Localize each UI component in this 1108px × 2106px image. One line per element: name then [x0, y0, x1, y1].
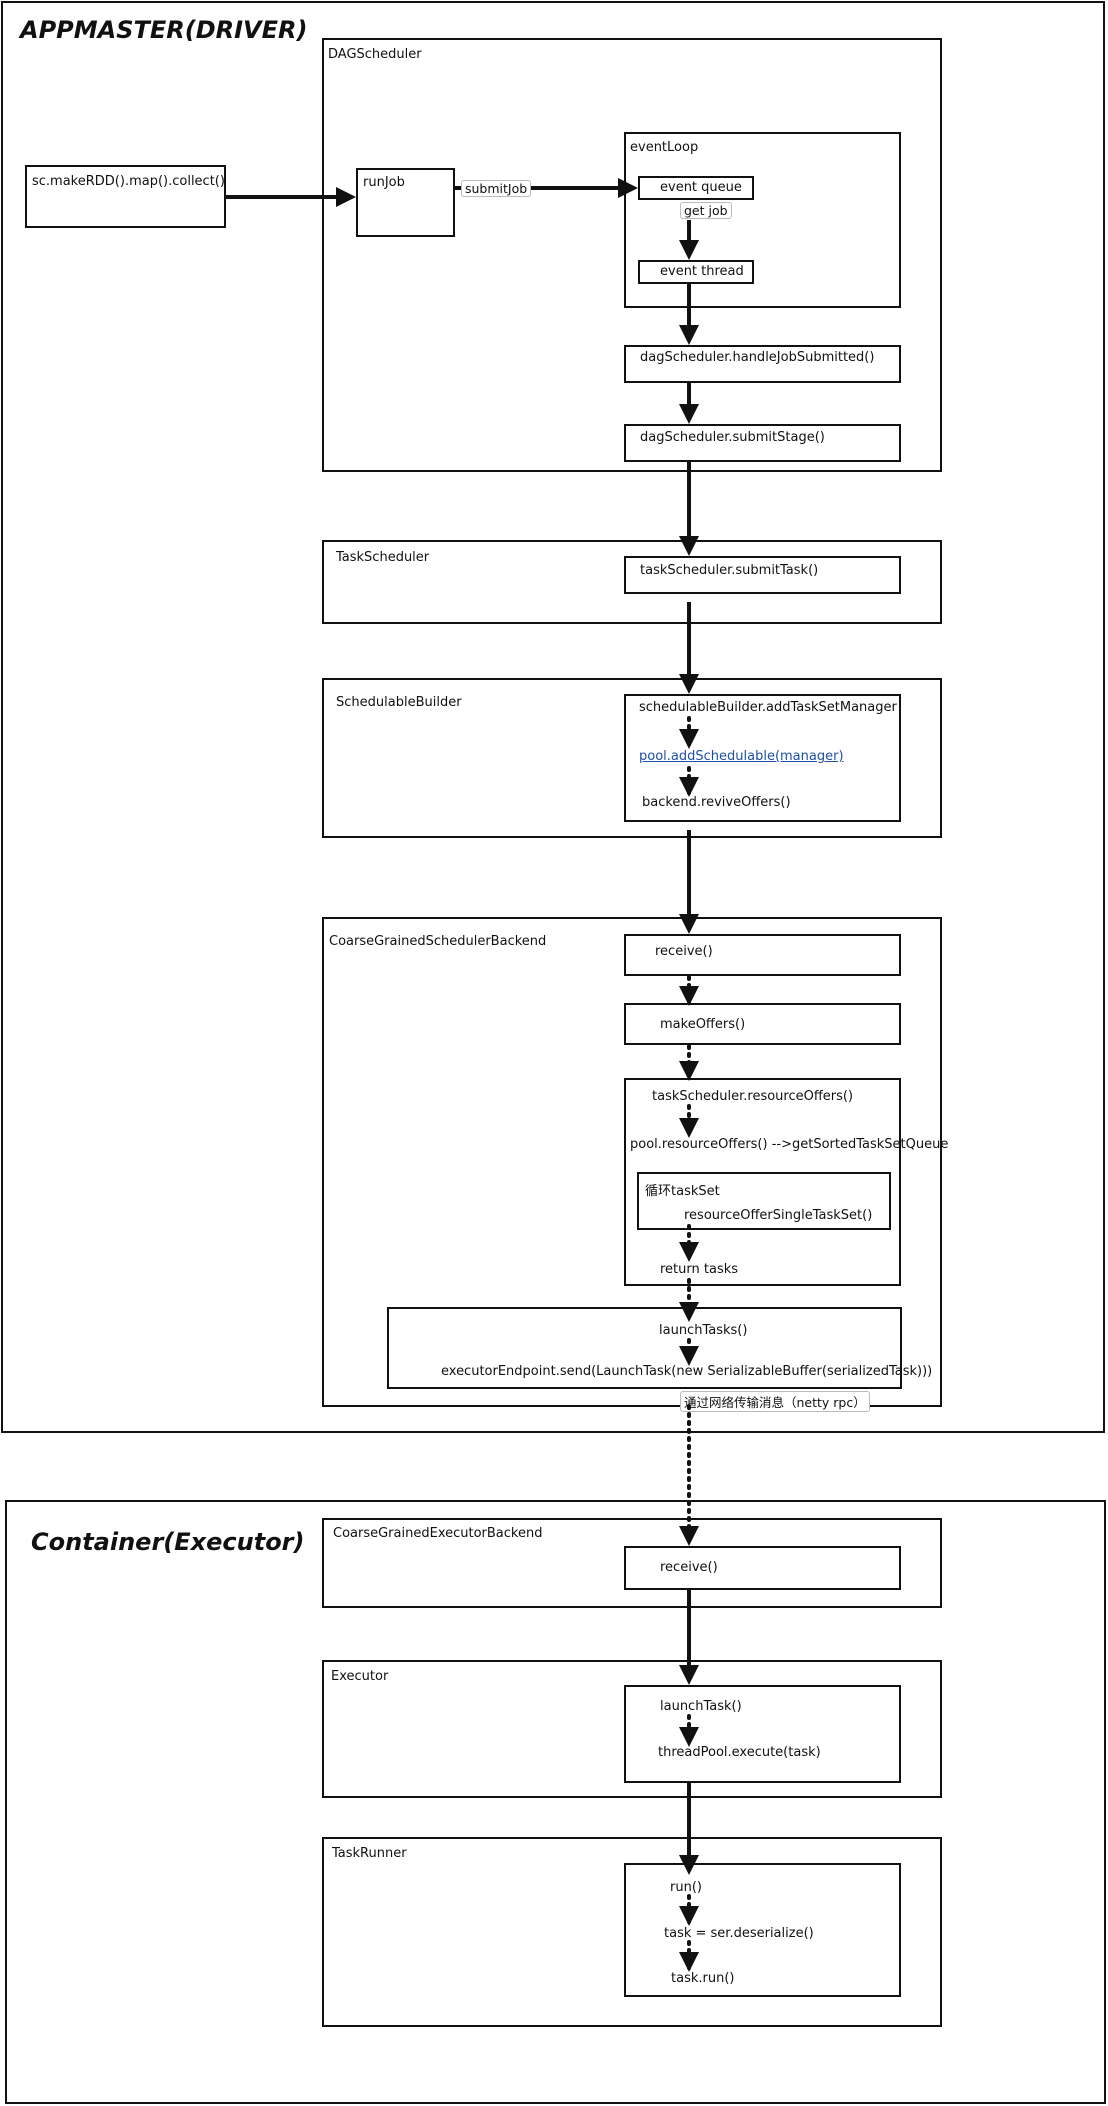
run-job-box: [356, 168, 455, 237]
pool-add-schedulable-link[interactable]: pool.addSchedulable(manager): [639, 749, 844, 764]
task-runner-inner-box: [624, 1863, 901, 1997]
return-tasks-label: return tasks: [660, 1262, 739, 1277]
executor-receive-box: [624, 1546, 901, 1590]
executor-send-label: executorEndpoint.send(LaunchTask(new Ser…: [441, 1364, 933, 1379]
receive-box: [624, 934, 901, 976]
schedulable-builder-group: [322, 678, 942, 838]
container-region: [5, 1500, 1106, 2104]
loop-task-set-box: [637, 1172, 891, 1230]
scheduler-backend-group: [322, 917, 942, 1407]
make-offers-box: [624, 1003, 901, 1045]
resource-offer-single-label: resourceOfferSingleTaskSet(): [684, 1208, 873, 1223]
executor-backend-label: CoarseGrainedExecutorBackend: [333, 1526, 543, 1541]
submit-stage-box: [624, 424, 901, 462]
executor-inner-box: [624, 1685, 901, 1783]
event-loop-group: [624, 132, 901, 308]
submit-job-tag: submitJob: [461, 180, 532, 197]
scheduler-backend-label: CoarseGrainedSchedulerBackend: [329, 934, 547, 949]
task-scheduler-label: TaskScheduler: [336, 550, 430, 565]
entry-box: [25, 165, 226, 228]
submit-task-label: taskScheduler.submitTask(): [640, 563, 819, 578]
task-runner-group: [322, 1837, 942, 2027]
executor-label: Executor: [331, 1669, 389, 1684]
run-job-label: runJob: [363, 175, 405, 190]
submit-task-box: [624, 556, 901, 594]
event-loop-label: eventLoop: [630, 140, 699, 155]
launch-tasks-label: launchTasks(): [659, 1323, 748, 1338]
schedulable-builder-label: SchedulableBuilder: [336, 695, 462, 710]
add-task-set-manager-label: schedulableBuilder.addTaskSetManager: [639, 700, 897, 715]
dag-scheduler-label: DAGScheduler: [328, 47, 422, 62]
dag-scheduler-group: [322, 38, 942, 472]
event-queue-box: [638, 176, 754, 200]
event-queue-label: event queue: [660, 180, 742, 195]
handle-job-submitted-label: dagScheduler.handleJobSubmitted(): [640, 350, 875, 365]
deserialize-label: task = ser.deserialize(): [664, 1926, 814, 1941]
run-label: run(): [670, 1880, 702, 1895]
network-note-tag: 通过网络传输消息（netty rpc）: [680, 1391, 870, 1412]
executor-backend-group: [322, 1518, 942, 1608]
pool-resource-offers-label: pool.resourceOffers() -->getSortedTaskSe…: [630, 1137, 949, 1152]
launch-tasks-box: [387, 1307, 902, 1389]
container-title: Container(Executor): [31, 1528, 305, 1556]
event-thread-label: event thread: [660, 264, 744, 279]
handle-job-submitted-box: [624, 345, 901, 383]
event-thread-box: [638, 260, 754, 284]
thread-pool-execute-label: threadPool.execute(task): [658, 1745, 821, 1760]
task-runner-label: TaskRunner: [332, 1846, 407, 1861]
entry-label: sc.makeRDD().map().collect(): [32, 174, 225, 189]
schedulable-builder-inner-box: [624, 694, 901, 822]
driver-region: [1, 1, 1105, 1433]
loop-task-set-label: 循环taskSet: [645, 1184, 720, 1199]
task-scheduler-group: [322, 540, 942, 624]
resource-offers-box: [624, 1078, 901, 1286]
make-offers-label: makeOffers(): [660, 1017, 746, 1032]
submit-stage-label: dagScheduler.submitStage(): [640, 430, 825, 445]
revive-offers-label: backend.reviveOffers(): [642, 795, 791, 810]
task-run-label: task.run(): [671, 1971, 735, 1986]
driver-title: APPMASTER(DRIVER): [20, 16, 308, 44]
executor-receive-label: receive(): [660, 1560, 718, 1575]
get-job-tag: get job: [680, 202, 732, 219]
launch-task-label: launchTask(): [660, 1699, 742, 1714]
receive-label: receive(): [655, 944, 713, 959]
executor-group: [322, 1660, 942, 1798]
resource-offers-label: taskScheduler.resourceOffers(): [652, 1089, 854, 1104]
